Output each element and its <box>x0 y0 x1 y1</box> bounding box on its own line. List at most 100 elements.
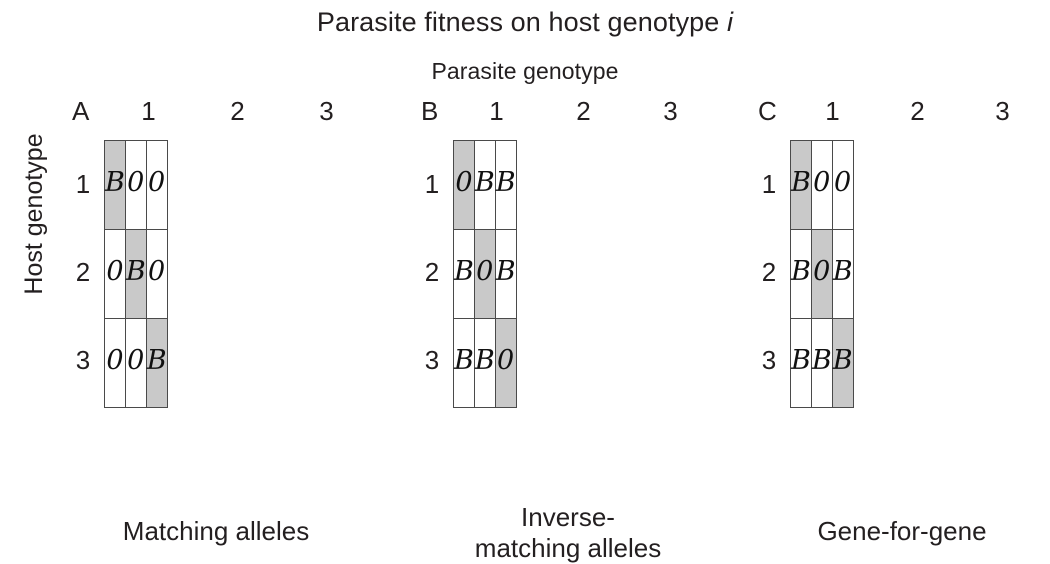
panel-a-cell-2-1: 0 <box>104 229 126 319</box>
panel-a-cell-1-1: B <box>104 140 126 230</box>
panel-a-row-header-2: 2 <box>75 257 91 287</box>
panel-a-cell-3-3: B <box>145 318 168 408</box>
figure-root: Parasite fitness on host genotype i Para… <box>0 6 1050 563</box>
cell-value: 0 <box>127 344 145 376</box>
cell-value: 0 <box>455 166 473 198</box>
cell-value: B <box>474 166 495 198</box>
cell-value: 0 <box>834 166 852 198</box>
cell-value: 0 <box>106 255 124 287</box>
cell-value: B <box>811 344 832 376</box>
panel-b-cell-1-1: 0 <box>453 140 475 230</box>
panel-a-caption: Matching alleles <box>46 516 386 547</box>
panel-c-cell-1-2: 0 <box>810 140 833 230</box>
panel-a-column-headers: 1 2 3 <box>104 96 371 126</box>
panel-b-row-header-2: 2 <box>424 257 440 287</box>
caption-line: Inverse- <box>521 502 615 532</box>
panel-a-col-header-3: 3 <box>319 96 334 126</box>
panel-a-letter: A <box>72 96 90 126</box>
cell-value: 0 <box>476 255 494 287</box>
panel-c-col-header-3: 3 <box>995 96 1010 126</box>
cell-value: B <box>791 255 811 287</box>
panel-b-col-header-2: 2 <box>576 96 591 126</box>
panel-c-column-headers: 1 2 3 <box>790 96 1045 126</box>
caption-line: Matching alleles <box>122 516 310 546</box>
panel-c-cell-3-3: B <box>831 318 854 408</box>
panel-a-cell-3-1: 0 <box>104 318 126 408</box>
panel-c-col-header-1: 1 <box>825 96 840 126</box>
panel-c-row-header-1: 1 <box>761 169 777 199</box>
cell-value: 0 <box>813 255 831 287</box>
caption-line: Gene-for-gene <box>817 516 987 546</box>
cell-value: B <box>832 344 853 376</box>
panel-c-cell-2-2: 0 <box>810 229 833 319</box>
panel-a-cell-1-2: 0 <box>124 140 147 230</box>
cell-value: 0 <box>497 344 515 376</box>
figure-title-text: Parasite fitness on host genotype <box>316 7 728 37</box>
panel-b-cell-1-2: B <box>473 140 496 230</box>
panel-b-cell-2-2: 0 <box>473 229 496 319</box>
panel-b-cell-2-1: B <box>453 229 475 319</box>
cell-value: 0 <box>148 255 166 287</box>
panel-c-cell-2-1: B <box>790 229 812 319</box>
panel-b-column-headers: 1 2 3 <box>453 96 714 126</box>
panel-b-cell-3-2: B <box>473 318 496 408</box>
panel-b-cell-3-3: 0 <box>494 318 517 408</box>
panel-c-col-header-2: 2 <box>910 96 925 126</box>
panel-c-cell-2-3: B <box>831 229 854 319</box>
cell-value: B <box>454 255 474 287</box>
caption-line: matching alleles <box>474 533 662 563</box>
cell-value: B <box>832 255 853 287</box>
panel-b-caption: Inverse-matching alleles <box>403 502 733 564</box>
panel-b-letter: B <box>421 96 439 126</box>
cell-value: B <box>791 166 811 198</box>
panel-c-cell-1-3: 0 <box>831 140 854 230</box>
figure-title: Parasite fitness on host genotype i <box>0 6 1050 38</box>
panel-c-row-header-3: 3 <box>761 345 777 375</box>
cell-value: B <box>125 255 146 287</box>
panel-b-row-header-3: 3 <box>424 345 440 375</box>
cell-value: B <box>105 166 125 198</box>
x-axis-label: Parasite genotype <box>431 58 619 84</box>
cell-value: B <box>495 255 516 287</box>
panel-b-cell-2-3: B <box>494 229 517 319</box>
panel-a-cell-1-3: 0 <box>145 140 168 230</box>
cell-value: B <box>146 344 167 376</box>
cell-value: 0 <box>148 166 166 198</box>
y-axis-label: Host genotype <box>20 133 48 295</box>
panel-c-cell-1-1: B <box>790 140 812 230</box>
panel-c-cell-3-2: B <box>810 318 833 408</box>
panel-b-cell-1-3: B <box>494 140 517 230</box>
panel-a-row-header-3: 3 <box>75 345 91 375</box>
cell-value: 0 <box>106 344 124 376</box>
panel-b-cell-3-1: B <box>453 318 475 408</box>
panel-a-col-header-2: 2 <box>230 96 245 126</box>
panel-c-caption: Gene-for-gene <box>742 516 1050 547</box>
cell-value: 0 <box>127 166 145 198</box>
panel-c-cell-3-1: B <box>790 318 812 408</box>
cell-value: 0 <box>813 166 831 198</box>
panel-a-cell-2-3: 0 <box>145 229 168 319</box>
panel-b-row-header-1: 1 <box>424 169 440 199</box>
panel-a-col-header-1: 1 <box>141 96 156 126</box>
cell-value: B <box>791 344 811 376</box>
panel-b-col-header-1: 1 <box>489 96 504 126</box>
panel-c-row-header-2: 2 <box>761 257 777 287</box>
panel-b-col-header-3: 3 <box>663 96 678 126</box>
cell-value: B <box>454 344 474 376</box>
panel-c-letter: C <box>758 96 777 126</box>
panel-a-row-header-1: 1 <box>75 169 91 199</box>
panel-a-cell-2-2: B <box>124 229 147 319</box>
panel-a-cell-3-2: 0 <box>124 318 147 408</box>
cell-value: B <box>495 166 516 198</box>
cell-value: B <box>474 344 495 376</box>
